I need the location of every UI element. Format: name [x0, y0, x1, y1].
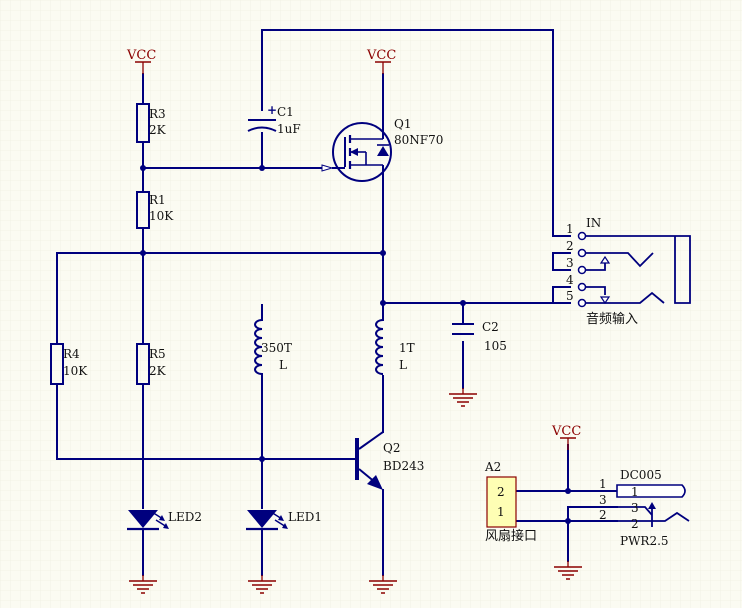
transistor-q2: Q2 BD243: [352, 431, 424, 490]
resistor-r4: R4 10K: [50, 343, 88, 385]
dc005-name: PWR2.5: [620, 534, 669, 548]
capacitor-c1: + C1 1uF: [247, 103, 301, 136]
jack-pin-2: 2: [566, 239, 574, 253]
c2-ref: C2: [482, 320, 499, 334]
l-1t-turns: 1T: [399, 341, 415, 355]
jack-pin-5: 5: [566, 289, 574, 303]
resistor-r5: R5 2K: [136, 343, 167, 385]
r3-ref: R3: [149, 107, 166, 121]
r5-value: 2K: [149, 364, 167, 378]
q1-ref: Q1: [394, 117, 411, 131]
connector-a2: A2 2 1 风扇接口: [484, 460, 537, 544]
vcc-a2: VCC: [551, 424, 581, 451]
q2-ref: Q2: [383, 441, 400, 455]
c1-ref: C1: [277, 105, 294, 119]
c1-value: 1uF: [277, 122, 301, 136]
q2-value: BD243: [383, 459, 424, 473]
jack-in-label: IN: [586, 216, 601, 230]
a2-name: 风扇接口: [485, 528, 537, 544]
led2-ref: LED2: [168, 510, 202, 524]
audio-jack: 1 2 3 4 5 IN 音频输入: [566, 216, 691, 327]
q1-value: 80NF70: [394, 133, 443, 147]
led1-ref: LED1: [288, 510, 322, 524]
r1-value: 10K: [149, 209, 174, 223]
connector-dc005: 1 3 2 1 3 2 DC005 PWR2.5: [599, 468, 690, 548]
junctions: [140, 165, 571, 524]
l-350t-ref: L: [279, 358, 287, 372]
r4-ref: R4: [63, 347, 80, 361]
dc005-pin-3: 3: [599, 493, 607, 507]
led-led1: LED1: [246, 510, 322, 531]
resistor-r3: R3 2K: [136, 103, 167, 143]
l-350t-turns: 350T: [261, 341, 292, 355]
jack-pin-4: 4: [566, 273, 574, 287]
dc005-pin-2: 2: [599, 508, 607, 522]
resistor-r1: R1 10K: [136, 191, 174, 229]
dc005-inner-1: 1: [631, 485, 639, 499]
a2-pin-1: 1: [497, 505, 505, 519]
vcc-label-q1: VCC: [366, 48, 396, 63]
a2-ref: A2: [484, 460, 501, 474]
capacitor-c2: C2 105: [452, 320, 507, 353]
dc005-inner-3: 3: [631, 501, 639, 515]
c2-value: 105: [484, 339, 507, 353]
led-led2: LED2: [127, 510, 202, 531]
dc005-inner-2: 2: [631, 517, 639, 531]
r5-ref: R5: [149, 347, 166, 361]
wires: [56, 29, 618, 576]
vcc-q1: VCC: [366, 48, 396, 75]
a2-pin-2: 2: [497, 485, 505, 499]
inductor-350t: 350T L: [254, 319, 292, 375]
jack-pin-3: 3: [566, 256, 574, 270]
dc005-pin-1: 1: [599, 477, 607, 491]
jack-name: 音频输入: [586, 311, 638, 327]
dc005-ref: DC005: [620, 468, 662, 482]
vcc-label-a2: VCC: [551, 424, 581, 439]
jack-pin-1: 1: [566, 222, 574, 236]
r4-value: 10K: [63, 364, 88, 378]
vcc-label-left: VCC: [126, 48, 156, 63]
r3-value: 2K: [149, 123, 167, 137]
mosfet-q1: Q1 80NF70: [321, 117, 443, 182]
inductor-1t: 1T L: [375, 319, 415, 375]
vcc-left: VCC: [126, 48, 156, 75]
r1-ref: R1: [149, 193, 166, 207]
c1-polarity: +: [267, 103, 277, 117]
l-1t-ref: L: [399, 358, 407, 372]
